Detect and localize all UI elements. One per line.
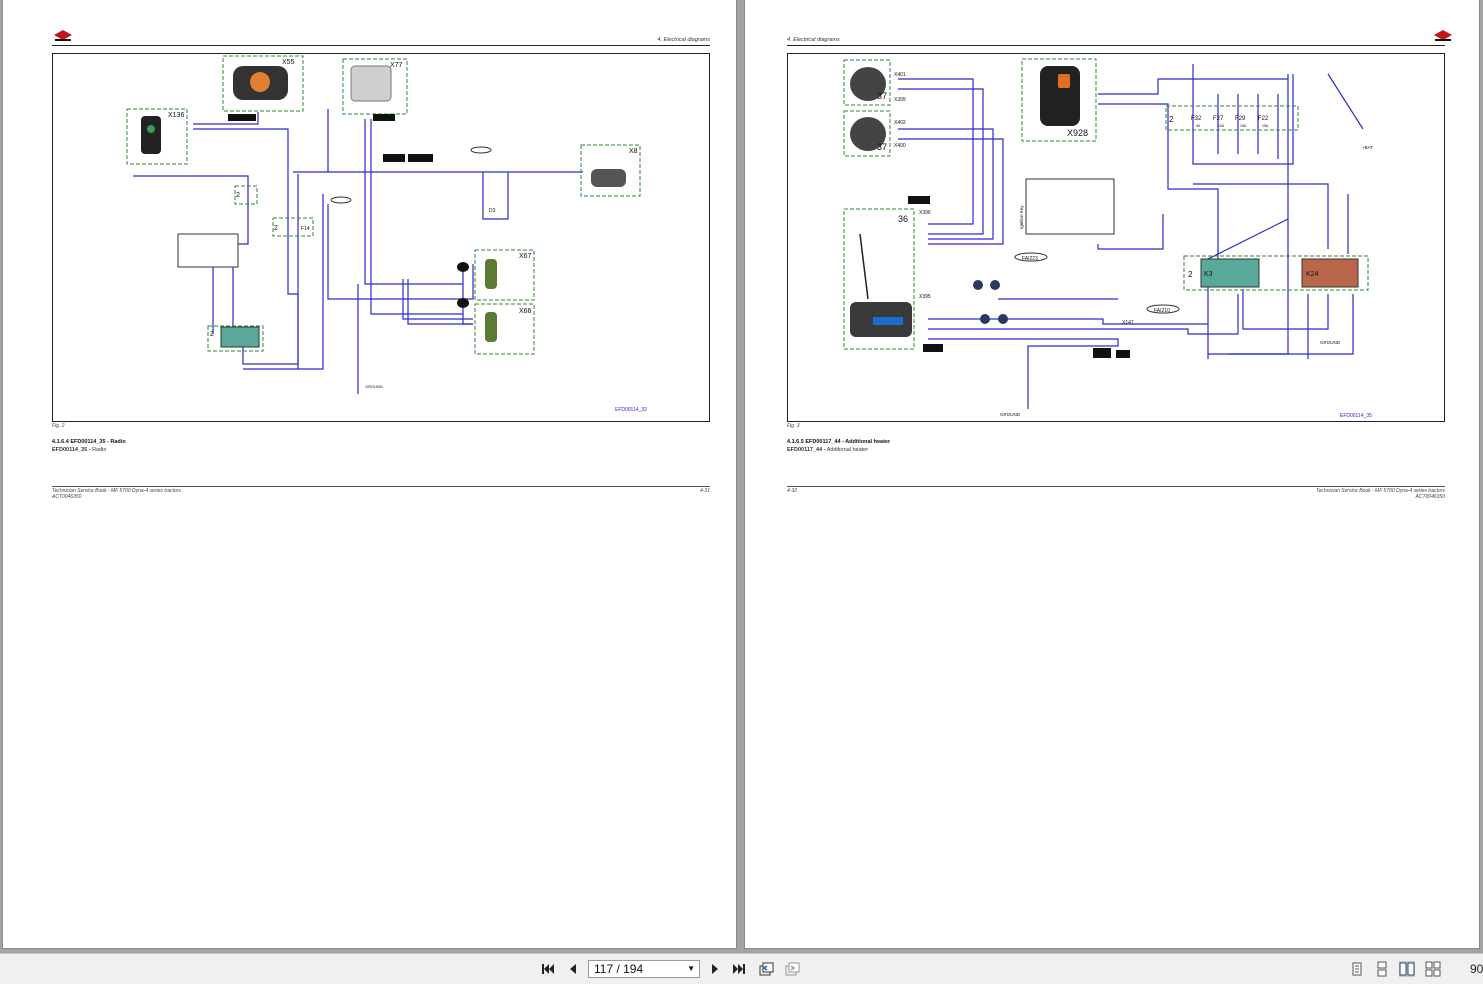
brand-logo-icon: [54, 30, 72, 41]
page-number: 4-31: [699, 488, 710, 494]
svg-text:5A: 5A: [1196, 124, 1201, 128]
wiring-diagram-svg: 37 37 X401 X399 X402 X400 X928 36 X396 X…: [843, 58, 1373, 419]
svg-text:15A: 15A: [1240, 124, 1247, 128]
go-back-view-icon[interactable]: [758, 961, 774, 977]
footer-rule: [52, 486, 710, 487]
svg-text:FAI223: FAI223: [1022, 256, 1038, 262]
footer-rule: [787, 486, 1445, 487]
svg-text:EFD00114_32: EFD00114_32: [615, 407, 647, 413]
svg-text:36: 36: [898, 214, 908, 224]
svg-text:2: 2: [1169, 115, 1174, 124]
wiring-diagram-heater: 37 37 X401 X399 X402 X400 X928 36 X396 X…: [787, 53, 1445, 422]
svg-text:F27: F27: [1213, 116, 1224, 122]
section-description: Additional heater: [826, 447, 869, 453]
section-description: Radio: [92, 447, 107, 453]
previous-page-icon[interactable]: [565, 961, 581, 977]
page-header: 4. Electrical diagrams: [657, 37, 710, 43]
last-page-icon[interactable]: [731, 961, 747, 977]
svg-text:X136: X136: [168, 112, 184, 119]
footer-code: ACT0046350: [52, 494, 82, 500]
footer-title: Technician Service Book - MF 5700 Dyna-4…: [52, 488, 181, 494]
document-viewport[interactable]: 4. Electrical diagrams: [0, 0, 1483, 953]
svg-text:D3: D3: [489, 208, 496, 214]
two-page-view-icon[interactable]: [1399, 961, 1415, 977]
figure-label: Fig. 3: [787, 423, 800, 429]
svg-text:X400: X400: [894, 143, 906, 149]
footer-code: ACT0046350: [1415, 494, 1445, 500]
svg-text:X928: X928: [1067, 128, 1088, 138]
two-page-continuous-view-icon[interactable]: [1425, 961, 1441, 977]
svg-text:GROUND: GROUND: [1000, 412, 1021, 417]
section-title: 4.1.6.5 EFD00117_44 - Additional heater: [787, 439, 891, 445]
svg-text:37: 37: [877, 91, 887, 101]
wiring-diagram-radio: X55 X77 X136 X8 X67 X66 2 2 2 F14 D3 GRO…: [52, 53, 710, 422]
footer-title: Technician Service Book - MF 5700 Dyna-4…: [1316, 488, 1445, 494]
svg-text:2: 2: [236, 192, 240, 199]
svg-text:2: 2: [210, 331, 214, 338]
svg-text:+BAT: +BAT: [1362, 145, 1373, 150]
svg-text:X66: X66: [519, 308, 532, 315]
svg-text:2: 2: [274, 225, 278, 232]
svg-text:K24: K24: [1306, 271, 1319, 278]
svg-text:FAI210: FAI210: [1154, 308, 1170, 314]
svg-text:F32: F32: [1191, 116, 1202, 122]
section-subtitle: EFD00114_35 - Radio: [52, 447, 106, 453]
svg-text:X399: X399: [894, 97, 906, 103]
zoom-level[interactable]: 90%: [1470, 962, 1483, 976]
brand-logo-icon: [1434, 30, 1452, 41]
header-rule: [52, 45, 710, 46]
pdf-page-left: 4. Electrical diagrams: [3, 0, 736, 948]
svg-text:F14: F14: [301, 226, 310, 232]
svg-text:2: 2: [1188, 270, 1193, 279]
go-forward-view-icon[interactable]: [784, 961, 800, 977]
viewer-toolbar: 117 / 194 ▼ 90%: [0, 953, 1483, 984]
section-subtitle: EFD00117_44 - Additional heater: [787, 447, 868, 453]
svg-text:GROUND: GROUND: [365, 384, 383, 389]
svg-text:X396: X396: [919, 210, 931, 216]
single-page-view-icon[interactable]: [1349, 961, 1365, 977]
svg-text:F22: F22: [1258, 116, 1269, 122]
page-number-select[interactable]: 117 / 194 ▼: [588, 960, 700, 978]
svg-text:F29: F29: [1235, 116, 1246, 122]
header-rule: [787, 45, 1445, 46]
svg-text:X147: X147: [1122, 320, 1134, 326]
wiring-diagram-svg: X55 X77 X136 X8 X67 X66 2 2 2 F14 D3 GRO…: [126, 55, 647, 413]
page-header: 4. Electrical diagrams: [787, 37, 840, 43]
svg-text:X67: X67: [519, 253, 532, 260]
page-indicator: 117 / 194: [594, 962, 644, 976]
chevron-down-icon: ▼: [687, 964, 695, 973]
figure-label: Fig. 2: [52, 423, 65, 429]
svg-text:X8: X8: [629, 148, 638, 155]
svg-text:X395: X395: [919, 294, 931, 300]
svg-text:EFD00114_35: EFD00114_35: [1340, 413, 1372, 419]
svg-text:15A: 15A: [1262, 124, 1269, 128]
first-page-icon[interactable]: [540, 961, 556, 977]
svg-text:K3: K3: [1204, 271, 1213, 278]
next-page-icon[interactable]: [707, 961, 723, 977]
section-code: EFD00117_44 -: [787, 447, 826, 453]
svg-text:X401: X401: [894, 72, 906, 78]
svg-text:X402: X402: [894, 120, 906, 126]
section-code: EFD00114_35 -: [52, 447, 91, 453]
page-number: 4-32: [787, 488, 798, 494]
continuous-view-icon[interactable]: [1374, 961, 1390, 977]
svg-text:GROUND: GROUND: [1320, 340, 1341, 345]
svg-text:10A: 10A: [1218, 124, 1225, 128]
svg-text:Ignition Key: Ignition Key: [1019, 205, 1024, 229]
svg-text:X55: X55: [282, 59, 295, 66]
svg-text:37: 37: [877, 142, 887, 152]
svg-text:X77: X77: [390, 62, 403, 69]
section-title: 4.1.6.4 EFD00114_35 - Radio: [52, 439, 126, 445]
pdf-page-right: 4. Electrical diagrams: [745, 0, 1479, 948]
